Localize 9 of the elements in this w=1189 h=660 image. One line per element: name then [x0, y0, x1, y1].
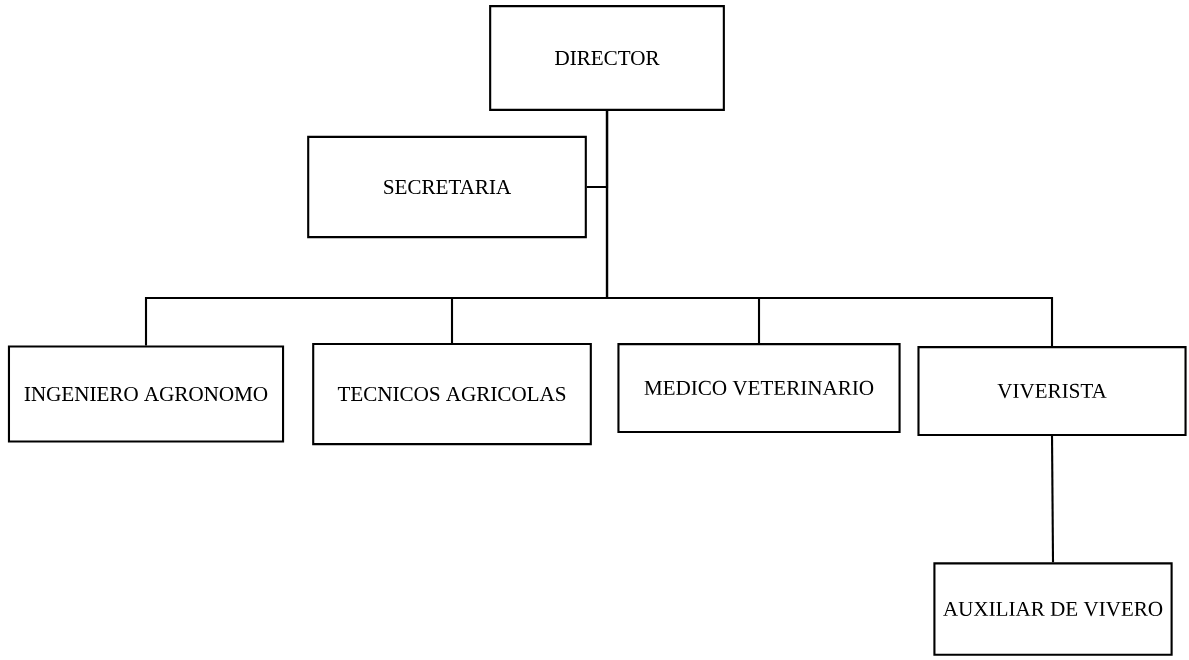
org-box: TECNICOS AGRICOLAS [312, 342, 592, 446]
org-box: SECRETARIA [307, 135, 587, 239]
connector-line [605, 110, 1054, 347]
org-box: VIVERISTA [917, 346, 1187, 436]
org-box: INGENIERO AGRONOMO [7, 345, 285, 443]
connector-line [1050, 435, 1055, 563]
org-box: DIRECTOR [489, 5, 725, 111]
org-box: AUXILIAR DE VIVERO [933, 562, 1173, 656]
org-box: MEDICO VETERINARIO [617, 343, 901, 433]
